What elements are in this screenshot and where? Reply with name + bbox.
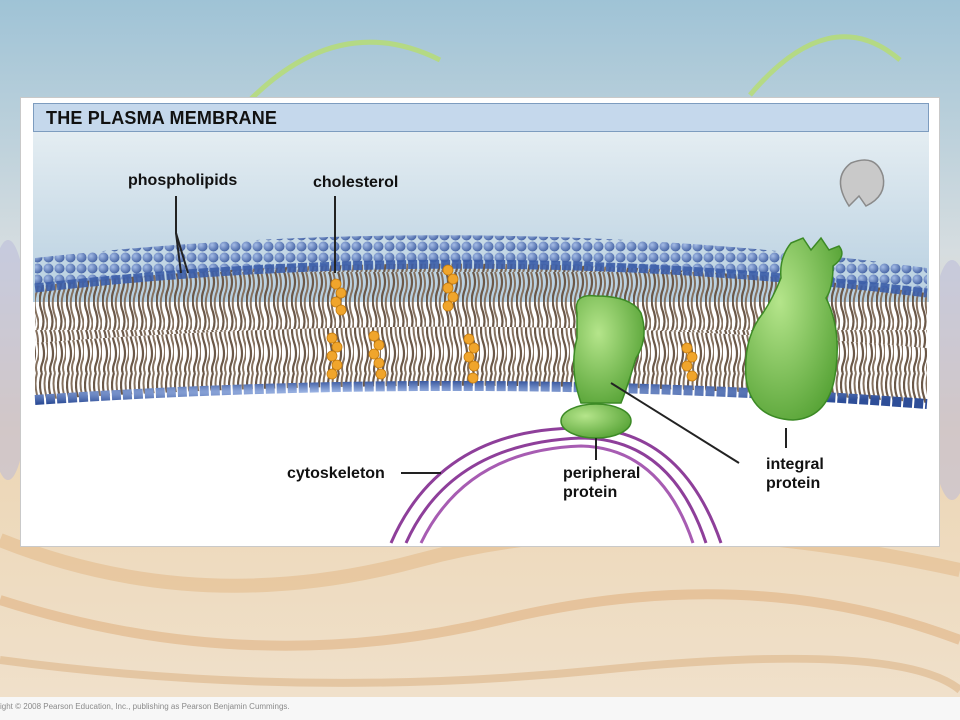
integral-protein-right [744, 236, 843, 421]
label-phospholipids: phospholipids [128, 172, 238, 189]
title-bar: THE PLASMA MEMBRANE [33, 103, 929, 132]
diagram-title: THE PLASMA MEMBRANE [46, 108, 278, 128]
label-peripheral-line1: peripheral [563, 465, 641, 482]
label-peripheral-protein: peripheral protein [563, 464, 640, 502]
leader-lines [175, 196, 787, 474]
label-integral-protein: integral protein [766, 455, 824, 493]
cholesterol-molecules [326, 264, 698, 384]
membrane-illustration [33, 132, 929, 544]
label-integral-line1: integral [766, 456, 824, 473]
label-integral-line2: protein [766, 475, 821, 492]
glycoprotein-knob [839, 159, 885, 208]
label-cytoskeleton: cytoskeleton [287, 465, 385, 482]
label-peripheral-line2: protein [563, 484, 618, 501]
diagram-panel: THE PLASMA MEMBRANE phospholipids choles… [20, 97, 940, 547]
label-cholesterol: cholesterol [313, 174, 399, 191]
copyright-notice: ight © 2008 Pearson Education, Inc., pub… [0, 702, 290, 711]
